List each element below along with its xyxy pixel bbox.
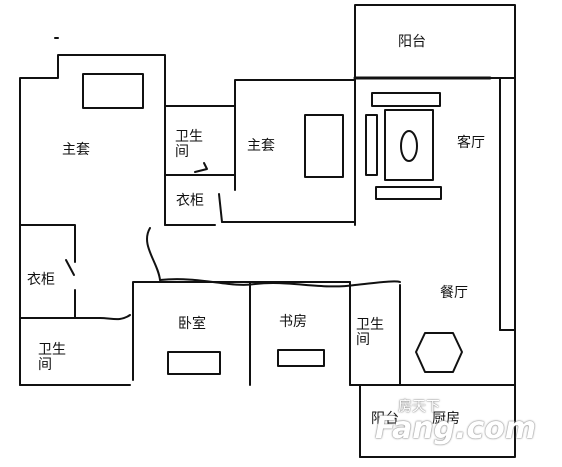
label-bathroom-right-line1: 卫生	[356, 317, 384, 333]
sofa-bottom	[375, 186, 442, 200]
label-bathroom-top-line1: 卫生	[175, 129, 203, 145]
sofa-top	[371, 92, 441, 107]
desk-bedroom	[167, 351, 221, 375]
desk-study	[277, 349, 325, 367]
tv-cabinet	[365, 114, 378, 176]
door-marks	[54, 37, 223, 223]
bed-left	[82, 73, 144, 109]
label-study: 书房	[279, 314, 307, 330]
label-balcony-top: 阳台	[398, 34, 426, 50]
watermark-en: Fang.com	[375, 411, 537, 446]
label-bathroom-left-line2: 间	[38, 357, 52, 373]
furniture	[82, 73, 463, 375]
label-bathroom-right-line2: 间	[356, 332, 370, 348]
rug-oval	[400, 130, 418, 162]
label-master-suite-left: 主套	[62, 142, 90, 158]
label-bathroom-top-line2: 间	[175, 144, 189, 160]
label-living-room: 客厅	[457, 135, 485, 151]
label-bathroom-left-line1: 卫生	[38, 342, 66, 358]
coffee-table	[384, 109, 434, 181]
outer-walls	[19, 4, 516, 458]
dining-table	[415, 332, 463, 373]
label-wardrobe-center: 衣柜	[176, 193, 204, 209]
label-kitchen: 厨房	[432, 411, 460, 427]
bed-center	[304, 114, 344, 178]
label-bedroom: 卧室	[178, 316, 206, 332]
label-bathroom-left: 卫生 间	[38, 343, 66, 373]
label-bathroom-top: 卫生 间	[175, 130, 203, 160]
label-master-suite-center: 主套	[247, 138, 275, 154]
watermark-cn: 房天下	[398, 399, 440, 415]
label-dining-room: 餐厅	[440, 285, 468, 301]
label-balcony-bottom: 阳台	[371, 411, 399, 427]
inner-walls	[19, 76, 516, 386]
label-bathroom-right: 卫生 间	[356, 318, 384, 348]
label-wardrobe-left: 衣柜	[27, 272, 55, 288]
